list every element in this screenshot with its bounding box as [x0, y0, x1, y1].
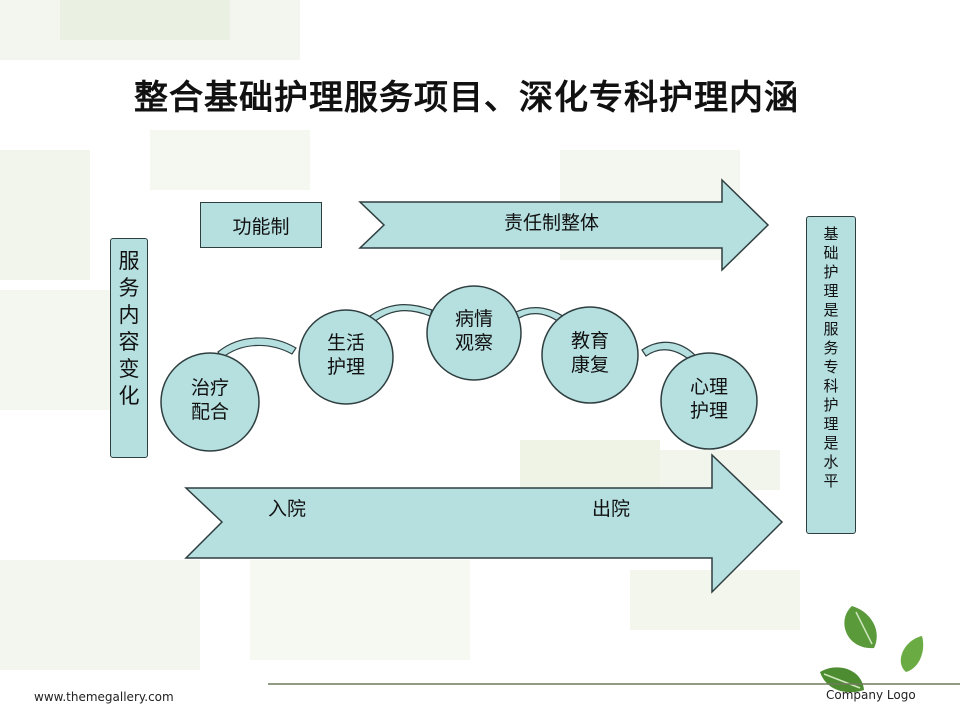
bottom-arrow — [184, 453, 784, 594]
leaf-decoration — [820, 606, 924, 693]
basic-care-char: 基 — [823, 225, 839, 243]
page-title: 整合基础护理服务项目、深化专科护理内涵 — [134, 78, 799, 118]
basic-care-char: 护 — [823, 396, 839, 414]
service-change-char: 容 — [118, 330, 140, 354]
circle-label-line: 心理 — [689, 376, 728, 398]
basic-care-char: 理 — [823, 415, 839, 433]
basic-care-char: 服 — [823, 320, 839, 338]
service-change-box: 服 务 内 容 变 化 — [110, 238, 148, 458]
service-change-char: 变 — [118, 357, 140, 381]
top-arrow-label: 责任制整体 — [504, 212, 600, 234]
function-system-box: 功能制 — [200, 202, 322, 248]
circle-education-label: 教育 康复 — [550, 330, 630, 378]
basic-care-char: 水 — [823, 453, 839, 471]
basic-care-char: 础 — [823, 244, 839, 262]
company-logo-text: Company Logo — [826, 688, 916, 702]
basic-care-char: 平 — [823, 472, 839, 490]
circle-daily-care-label: 生活 护理 — [306, 332, 386, 380]
service-change-char: 服 — [118, 249, 140, 273]
circle-label-line: 护理 — [689, 399, 728, 422]
circle-label-line: 配合 — [190, 400, 229, 423]
connector-1 — [217, 337, 297, 359]
circle-label-line: 治疗 — [190, 377, 229, 399]
circle-label-line: 病情 — [454, 308, 493, 330]
basic-care-char: 务 — [823, 339, 839, 357]
basic-care-char: 理 — [823, 282, 839, 300]
circle-psychological — [660, 352, 758, 450]
circle-label-line: 康复 — [570, 353, 609, 376]
top-arrow — [358, 178, 770, 272]
basic-care-char: 是 — [823, 301, 839, 319]
footer-url: www.themegallery.com — [34, 690, 174, 704]
basic-care-char: 是 — [823, 434, 839, 452]
basic-care-char: 科 — [823, 377, 839, 395]
circle-education — [541, 306, 639, 404]
circle-treatment-label: 治疗 配合 — [170, 377, 250, 425]
circle-daily-care — [298, 309, 394, 405]
service-change-char: 内 — [118, 303, 140, 327]
circle-label-line: 生活 — [326, 332, 365, 354]
basic-care-char: 专 — [823, 358, 839, 376]
admission-label: 入院 — [268, 498, 307, 520]
connector-2 — [369, 304, 433, 323]
basic-care-level-box: 基 础 护 理 是 服 务 专 科 护 理 是 水 平 — [806, 216, 856, 534]
service-change-char: 务 — [118, 276, 140, 300]
discharge-label: 出院 — [592, 498, 631, 520]
circle-label-line: 观察 — [454, 331, 493, 354]
circle-label-line: 护理 — [326, 355, 365, 378]
circle-treatment — [160, 352, 260, 452]
circle-label-line: 教育 — [570, 330, 609, 352]
circle-observation — [426, 285, 522, 381]
service-change-char: 化 — [118, 384, 140, 408]
circle-psychological-label: 心理 护理 — [669, 376, 749, 424]
circle-observation-label: 病情 观察 — [434, 308, 514, 356]
function-system-label: 功能制 — [232, 215, 290, 238]
basic-care-char: 护 — [823, 263, 839, 281]
